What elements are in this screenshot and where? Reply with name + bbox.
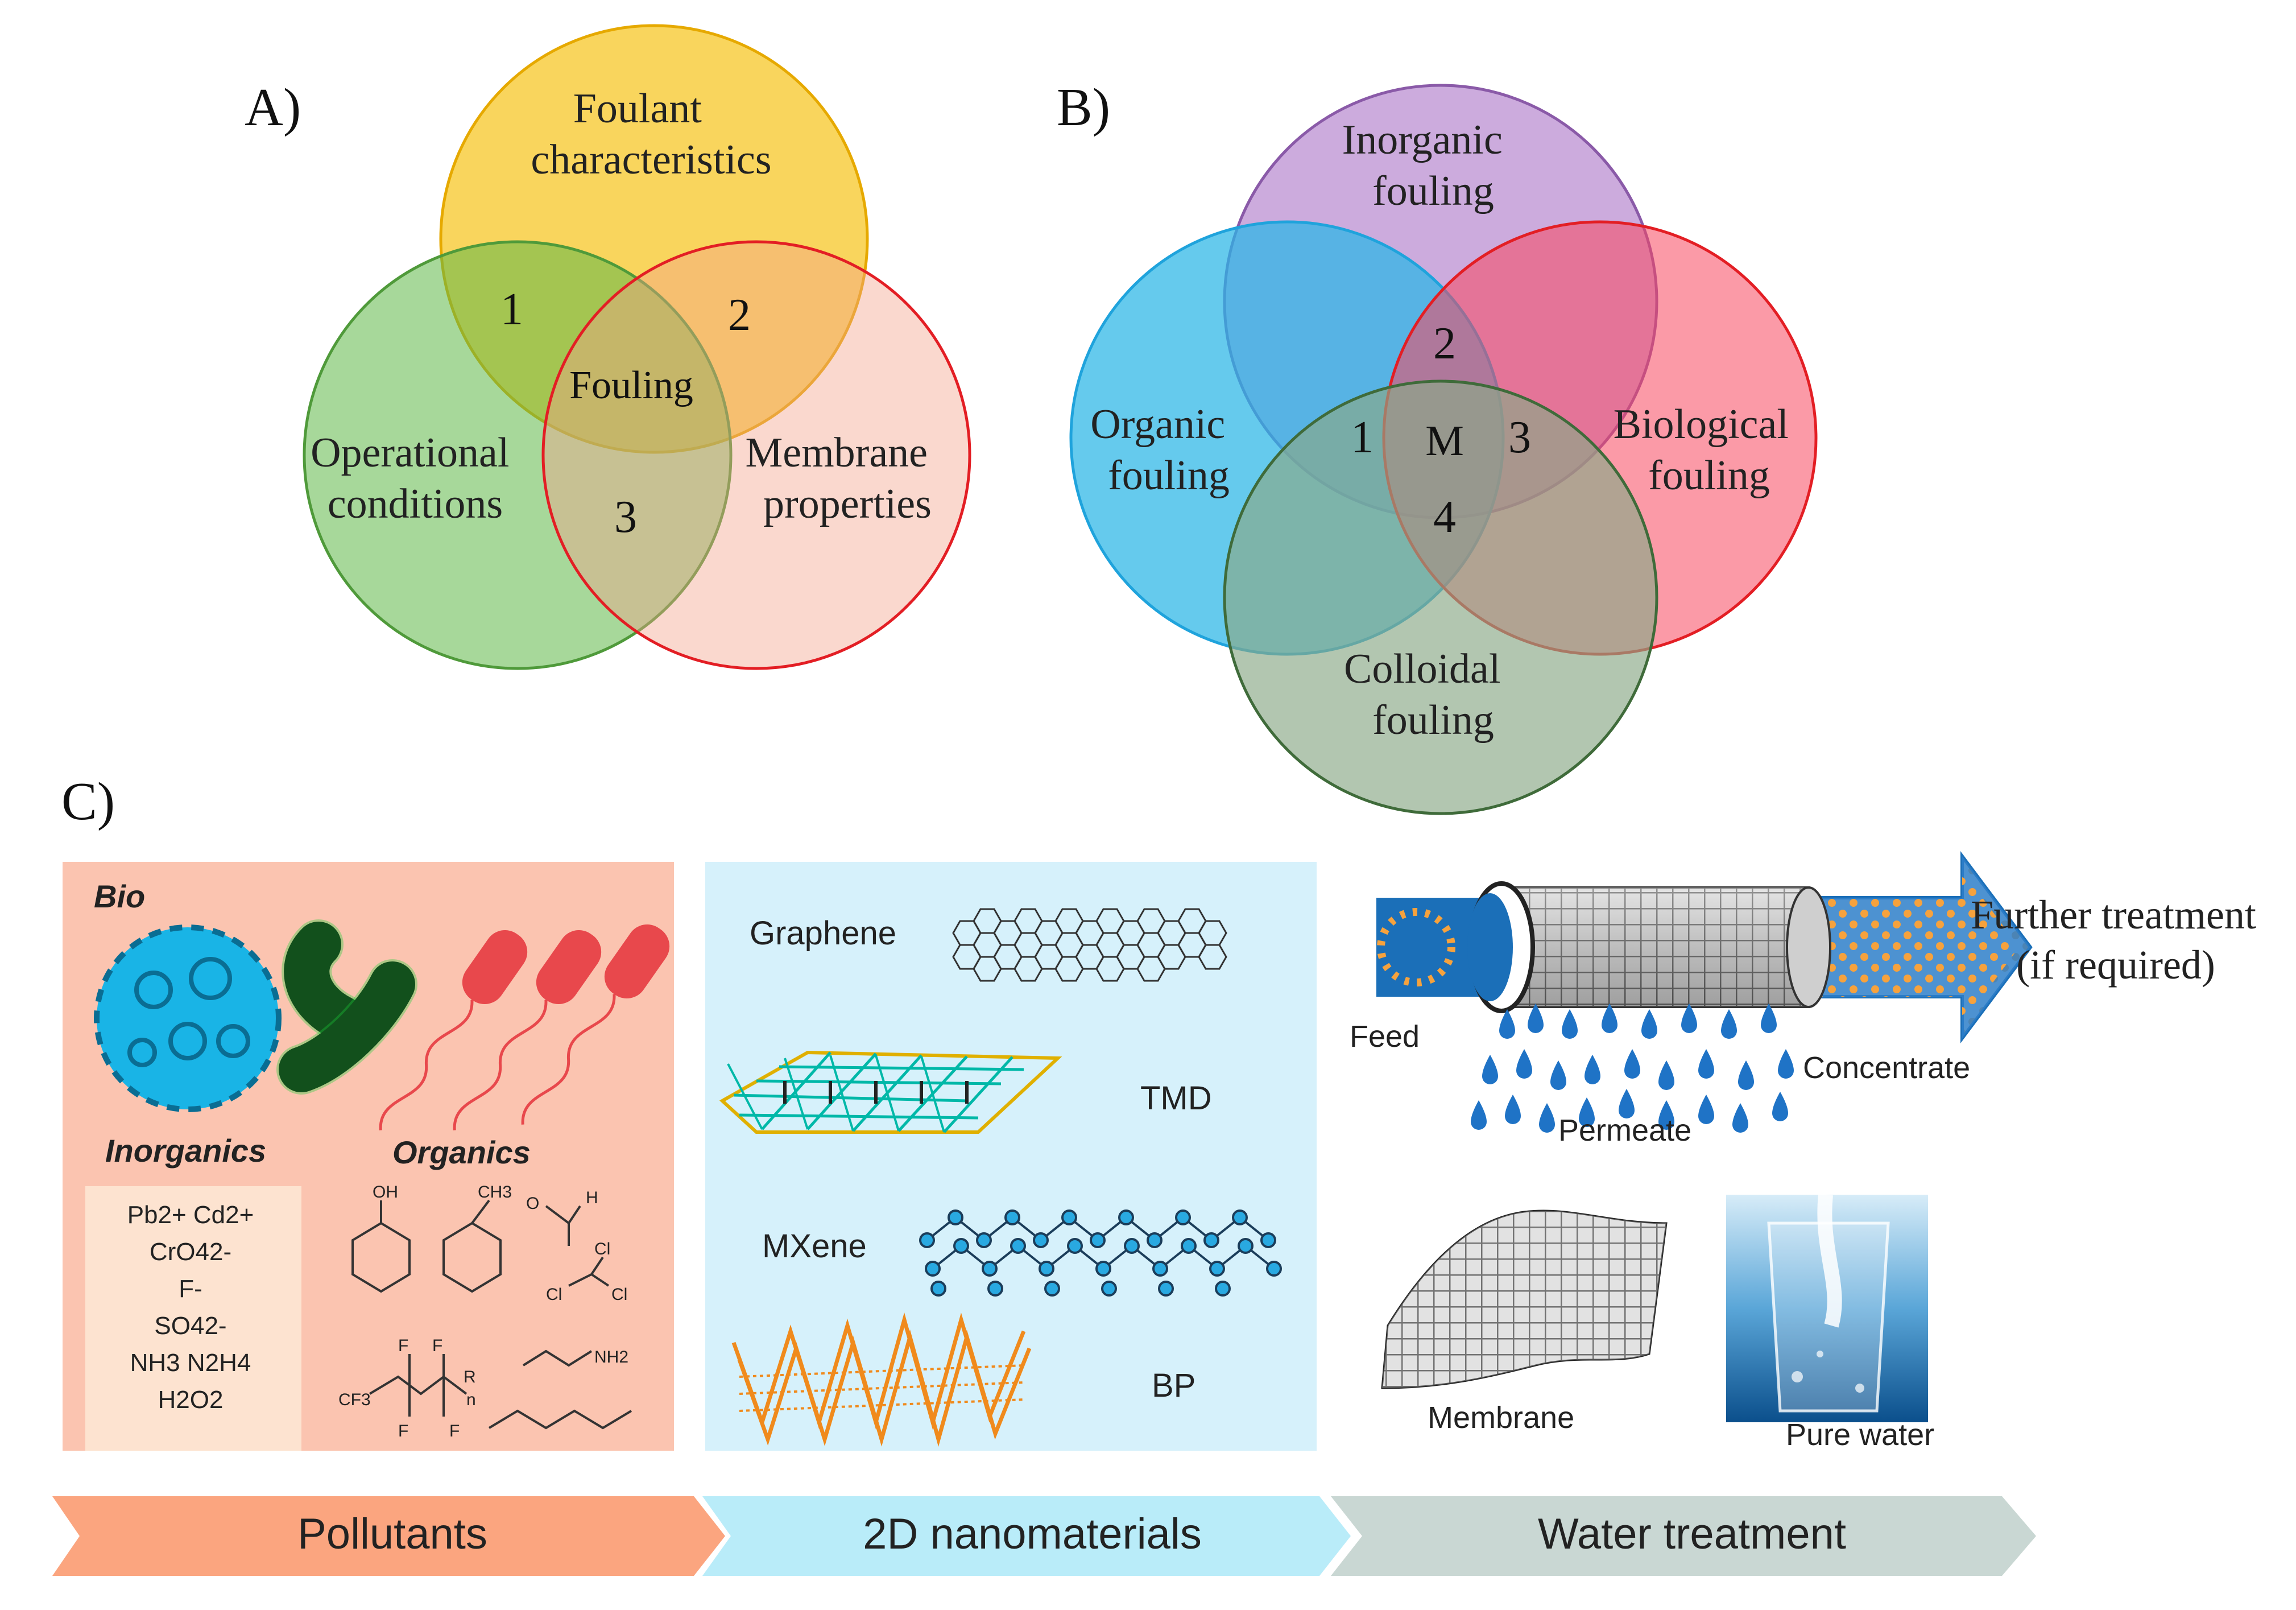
flagellated-bacteria-icon — [379, 924, 670, 1130]
svg-text:n: n — [466, 1390, 476, 1409]
ion-list: Pb2+ Cd2+ CrO42- F- SO42- NH3 N2H4 H2O2 — [127, 1201, 254, 1414]
water-treatment-banner-label: Water treatment — [1538, 1510, 1846, 1558]
operational-conditions-circle — [303, 240, 733, 670]
membrane-inlet — [1467, 893, 1513, 1001]
concentrate-arrow-dots — [1962, 870, 2019, 1024]
colloidal-fouling-label: Colloidal fouling — [1344, 646, 1511, 744]
organic-fouling-label: Organic fouling — [1090, 401, 1236, 499]
tmd-label: TMD — [1140, 1080, 1212, 1117]
svg-text:Cl: Cl — [594, 1240, 610, 1258]
process-banners: Pollutants 2D nanomaterials Water treatm… — [52, 1496, 2036, 1576]
svg-text:F: F — [398, 1422, 408, 1440]
water-bubble — [1855, 1384, 1864, 1393]
bacteria-icon — [276, 919, 417, 1095]
bp-label: BP — [1152, 1367, 1195, 1404]
colloidal-fouling-circle — [1223, 379, 1658, 815]
tmd-lattice — [719, 1050, 1062, 1134]
inorganics-label: Inorganics — [105, 1133, 266, 1169]
organic-atom-labels: OH CH3 O H Cl Cl Cl F F F F CF3 R n NH2 — [338, 1183, 628, 1440]
further-treatment-label: Further treatment (if required) — [1971, 892, 2266, 988]
mxene-lattice — [919, 1209, 1282, 1297]
membrane-properties-label: Membrane properties — [745, 430, 938, 527]
foulant-characteristics-label: Foulant characteristics — [531, 85, 771, 183]
organics-label: Organics — [392, 1134, 531, 1170]
biological-fouling-label: Biological fouling — [1614, 401, 1799, 499]
ion-pb-cd: Pb2+ Cd2+ — [127, 1201, 254, 1229]
pure-water-label: Pure water — [1786, 1418, 1934, 1452]
svg-text:CH3: CH3 — [478, 1183, 512, 1202]
water-treatment-section: Further treatment (if required) Feed Con… — [1350, 851, 2266, 1452]
phenol-structure — [351, 1200, 411, 1293]
panel-b-label: B) — [1057, 78, 1110, 137]
concentrate-label: Concentrate — [1803, 1051, 1970, 1085]
svg-text:F: F — [449, 1422, 460, 1440]
region-2-label: 2 — [728, 290, 751, 340]
region-b-2-label: 2 — [1433, 319, 1456, 369]
inorganics-subbox — [85, 1186, 301, 1451]
svg-text:Cl: Cl — [611, 1285, 627, 1304]
region-1-label: 1 — [500, 284, 523, 335]
pollutants-banner-label: Pollutants — [297, 1510, 487, 1558]
permeate-label: Permeate — [1558, 1113, 1691, 1147]
m-center-label: M — [1425, 417, 1464, 465]
virus-icon — [94, 924, 282, 1112]
svg-text:F: F — [398, 1336, 408, 1355]
panel-a-venn: A) Foulant characteristics Operational c… — [245, 24, 971, 670]
svg-text:F: F — [432, 1336, 442, 1355]
feed-particles-icon — [1377, 908, 1455, 986]
nanomaterials-background — [705, 862, 1317, 1451]
panel-c-label: C) — [61, 772, 115, 831]
nanomaterials-box: Graphene TMD MXene — [705, 862, 1317, 1451]
water-bubble — [1792, 1371, 1803, 1382]
membrane-sheet-icon — [1381, 1209, 1668, 1389]
nanomaterials-banner — [702, 1496, 1351, 1576]
toluene-structure — [442, 1199, 502, 1293]
alkane-structure — [488, 1409, 632, 1430]
ion-so4: SO42- — [154, 1312, 226, 1340]
membrane-sheet-sheen — [1382, 1210, 1666, 1388]
svg-text:Cl: Cl — [546, 1285, 562, 1304]
graphene-label: Graphene — [750, 915, 896, 952]
region-b-1-label: 1 — [1351, 412, 1374, 463]
membrane-properties-circle — [541, 240, 971, 670]
water-bubble — [1817, 1351, 1823, 1357]
region-b-4-label: 4 — [1433, 492, 1456, 542]
formaldehyde-chloroform-structure — [545, 1205, 610, 1287]
svg-text:OH: OH — [373, 1183, 398, 1202]
inorganic-fouling-label: Inorganic fouling — [1342, 117, 1513, 214]
ion-h2o2: H2O2 — [158, 1386, 224, 1414]
pollutants-banner — [52, 1496, 725, 1576]
ion-f: F- — [179, 1275, 202, 1303]
bio-label: Bio — [94, 878, 145, 914]
operational-conditions-label: Operational conditions — [311, 430, 520, 527]
panel-a-label: A) — [245, 78, 301, 137]
ion-nh3-n2h4: NH3 N2H4 — [130, 1349, 251, 1377]
water-stream — [1817, 1194, 1842, 1328]
region-3-label: 3 — [614, 492, 637, 542]
amine-structure — [522, 1349, 593, 1367]
mxene-label: MXene — [762, 1228, 867, 1265]
panel-b-venn: B) Inorganic fouling Organic fouling Bio… — [1057, 78, 1818, 815]
svg-text:O: O — [526, 1194, 539, 1213]
membrane-label: Membrane — [1428, 1401, 1574, 1435]
fouling-center-label: Fouling — [569, 364, 693, 407]
pfas-structure — [369, 1354, 468, 1417]
svg-text:CF3: CF3 — [338, 1390, 371, 1409]
ion-cro4: CrO42- — [150, 1238, 231, 1266]
svg-text:R: R — [464, 1368, 476, 1386]
water-treatment-banner — [1331, 1496, 2036, 1576]
region-b-3-label: 3 — [1508, 412, 1531, 463]
nanomaterials-banner-label: 2D nanomaterials — [863, 1510, 1202, 1558]
feed-label: Feed — [1350, 1019, 1420, 1054]
pollutants-box: Bio — [63, 862, 674, 1451]
membrane-cylinder-end — [1786, 886, 1831, 1008]
svg-text:H: H — [586, 1188, 598, 1207]
bp-lattice — [731, 1312, 1032, 1447]
membrane-cylinder-shading — [1501, 887, 1809, 1007]
svg-text:NH2: NH2 — [594, 1348, 628, 1367]
organic-structures — [351, 1199, 632, 1430]
